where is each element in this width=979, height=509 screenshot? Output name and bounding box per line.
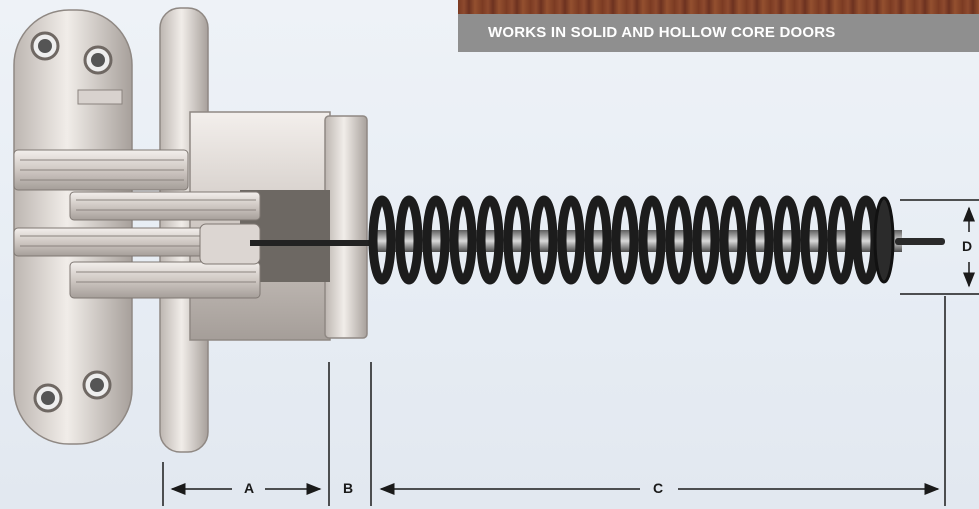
dimension-label-d: D bbox=[962, 238, 973, 254]
dimension-lines bbox=[162, 199, 979, 506]
dimension-label-a: A bbox=[244, 480, 255, 496]
dimension-label-c: C bbox=[653, 480, 664, 496]
left-mounting-plate bbox=[13, 9, 133, 445]
feature-banner: WORKS IN SOLID AND HOLLOW CORE DOORS bbox=[458, 14, 979, 52]
hinge-links bbox=[13, 149, 261, 299]
wood-texture-strip bbox=[458, 0, 979, 14]
spring-coils bbox=[368, 195, 895, 285]
banner-text: WORKS IN SOLID AND HOLLOW CORE DOORS bbox=[488, 24, 836, 41]
dimension-label-b: B bbox=[343, 480, 354, 496]
